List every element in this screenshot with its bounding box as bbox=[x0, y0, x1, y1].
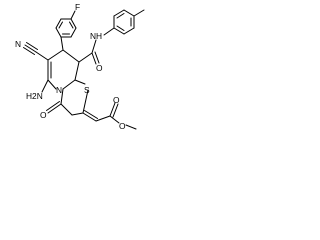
bond-lines bbox=[23, 9, 145, 130]
ring-nitrogen-label: N bbox=[56, 85, 62, 95]
ester-oxygen-label: O bbox=[119, 121, 126, 131]
amide-nitrogen-label: N bbox=[90, 31, 96, 41]
molecule-structure: F N N H O H2N N S O O O bbox=[15, 2, 145, 131]
sulfur-label: S bbox=[84, 85, 90, 95]
fluorine-label: F bbox=[75, 2, 80, 12]
amino-group-label: H2N bbox=[26, 91, 43, 101]
amide-oxygen-label: O bbox=[96, 63, 103, 73]
lactam-oxygen-label: O bbox=[40, 110, 47, 120]
amide-hydrogen-label: H bbox=[96, 31, 102, 41]
nitrile-nitrogen-label: N bbox=[15, 39, 21, 49]
ester-carbonyl-oxygen-label: O bbox=[113, 95, 120, 105]
